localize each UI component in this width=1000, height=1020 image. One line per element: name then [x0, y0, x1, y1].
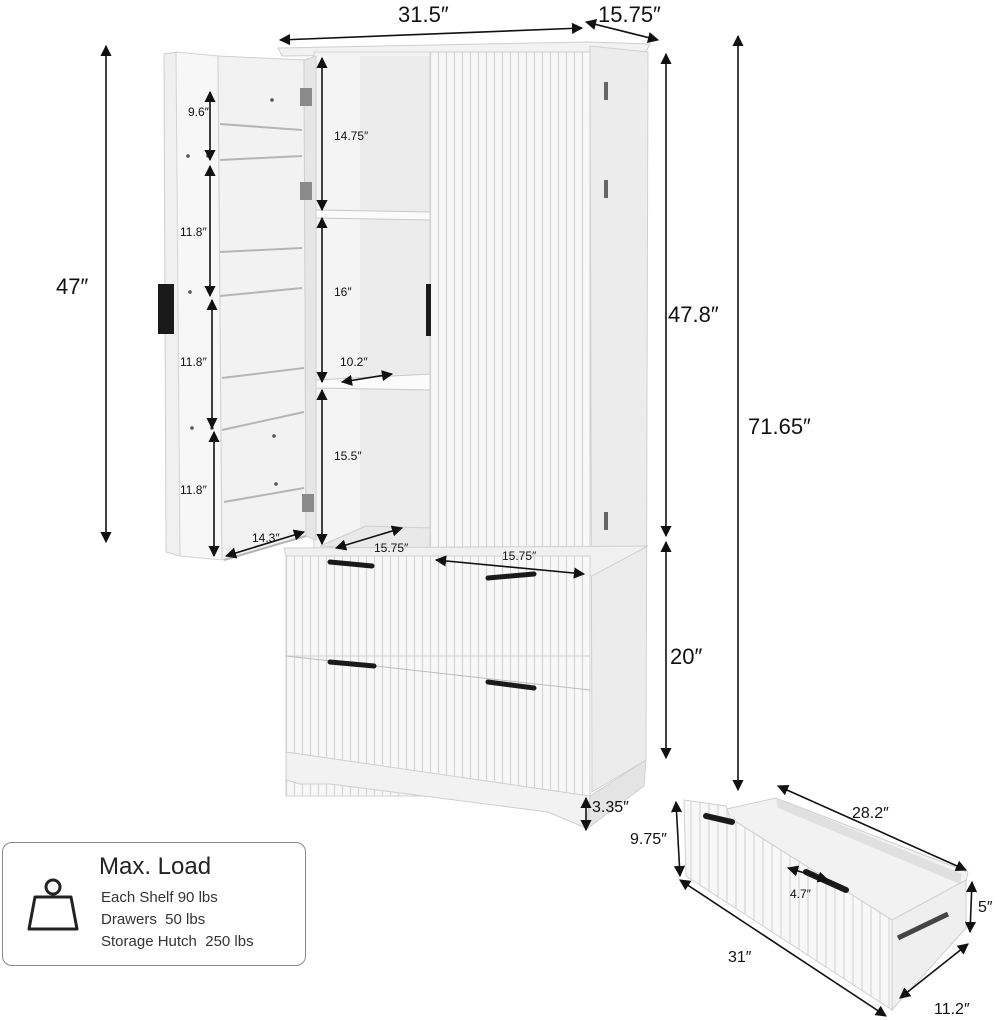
label-depth-top: 15.75″	[598, 2, 661, 27]
interior-shelf-top	[316, 210, 430, 220]
right-door	[430, 52, 590, 572]
left-door-handle	[158, 284, 174, 334]
label-drawer-handle: 4.7″	[790, 887, 812, 901]
label-width: 31.5″	[398, 2, 449, 27]
label-door-spacing-2: 11.8″	[180, 225, 207, 239]
label-left-height: 47″	[56, 274, 88, 299]
hinge-low	[302, 494, 314, 512]
max-load-shelf: Each Shelf 90 lbs	[101, 889, 218, 906]
label-base-height: 3.35″	[592, 799, 629, 816]
label-door-shelf-width: 14.3″	[252, 531, 280, 545]
max-load-hutch: Storage Hutch 250 lbs	[101, 933, 254, 950]
weight-icon	[25, 873, 81, 933]
label-compartment-mid: 16″	[334, 285, 352, 299]
cabinet-side-panel	[590, 46, 648, 792]
left-door-rack	[218, 56, 306, 560]
label-upper-height: 47.8″	[668, 302, 719, 327]
label-total-height: 71.65″	[748, 414, 811, 439]
label-shelf-depth: 10.2″	[340, 355, 368, 369]
cabinet	[158, 42, 650, 828]
label-interior-width: 15.75″	[502, 549, 537, 563]
label-drawer-front-height: 9.75″	[630, 831, 667, 848]
label-drawer-section: 20″	[670, 644, 702, 669]
hinge-top	[300, 88, 312, 106]
label-interior-depth: 15.75″	[374, 541, 409, 555]
hinge-mid	[300, 182, 312, 200]
max-load-title: Max. Load	[99, 853, 211, 881]
label-drawer-inner-depth: 11.2″	[934, 1001, 970, 1018]
label-drawer-length: 28.2″	[852, 805, 889, 822]
label-door-spacing-4: 11.8″	[180, 483, 207, 497]
label-door-spacing-1: 9.6″	[188, 105, 210, 119]
label-compartment-top: 14.75″	[334, 129, 369, 143]
width-arrow	[280, 28, 582, 40]
right-door-handle	[426, 284, 431, 336]
max-load-drawers: Drawers 50 lbs	[101, 911, 205, 928]
label-drawer-inner-height: 5″	[978, 899, 993, 916]
label-door-spacing-3: 11.8″	[180, 355, 207, 369]
max-load-box: Max. Load Each Shelf 90 lbs Drawers 50 l…	[2, 842, 306, 966]
label-drawer-front-width: 31″	[728, 949, 752, 966]
label-compartment-low: 15.5″	[334, 449, 362, 463]
